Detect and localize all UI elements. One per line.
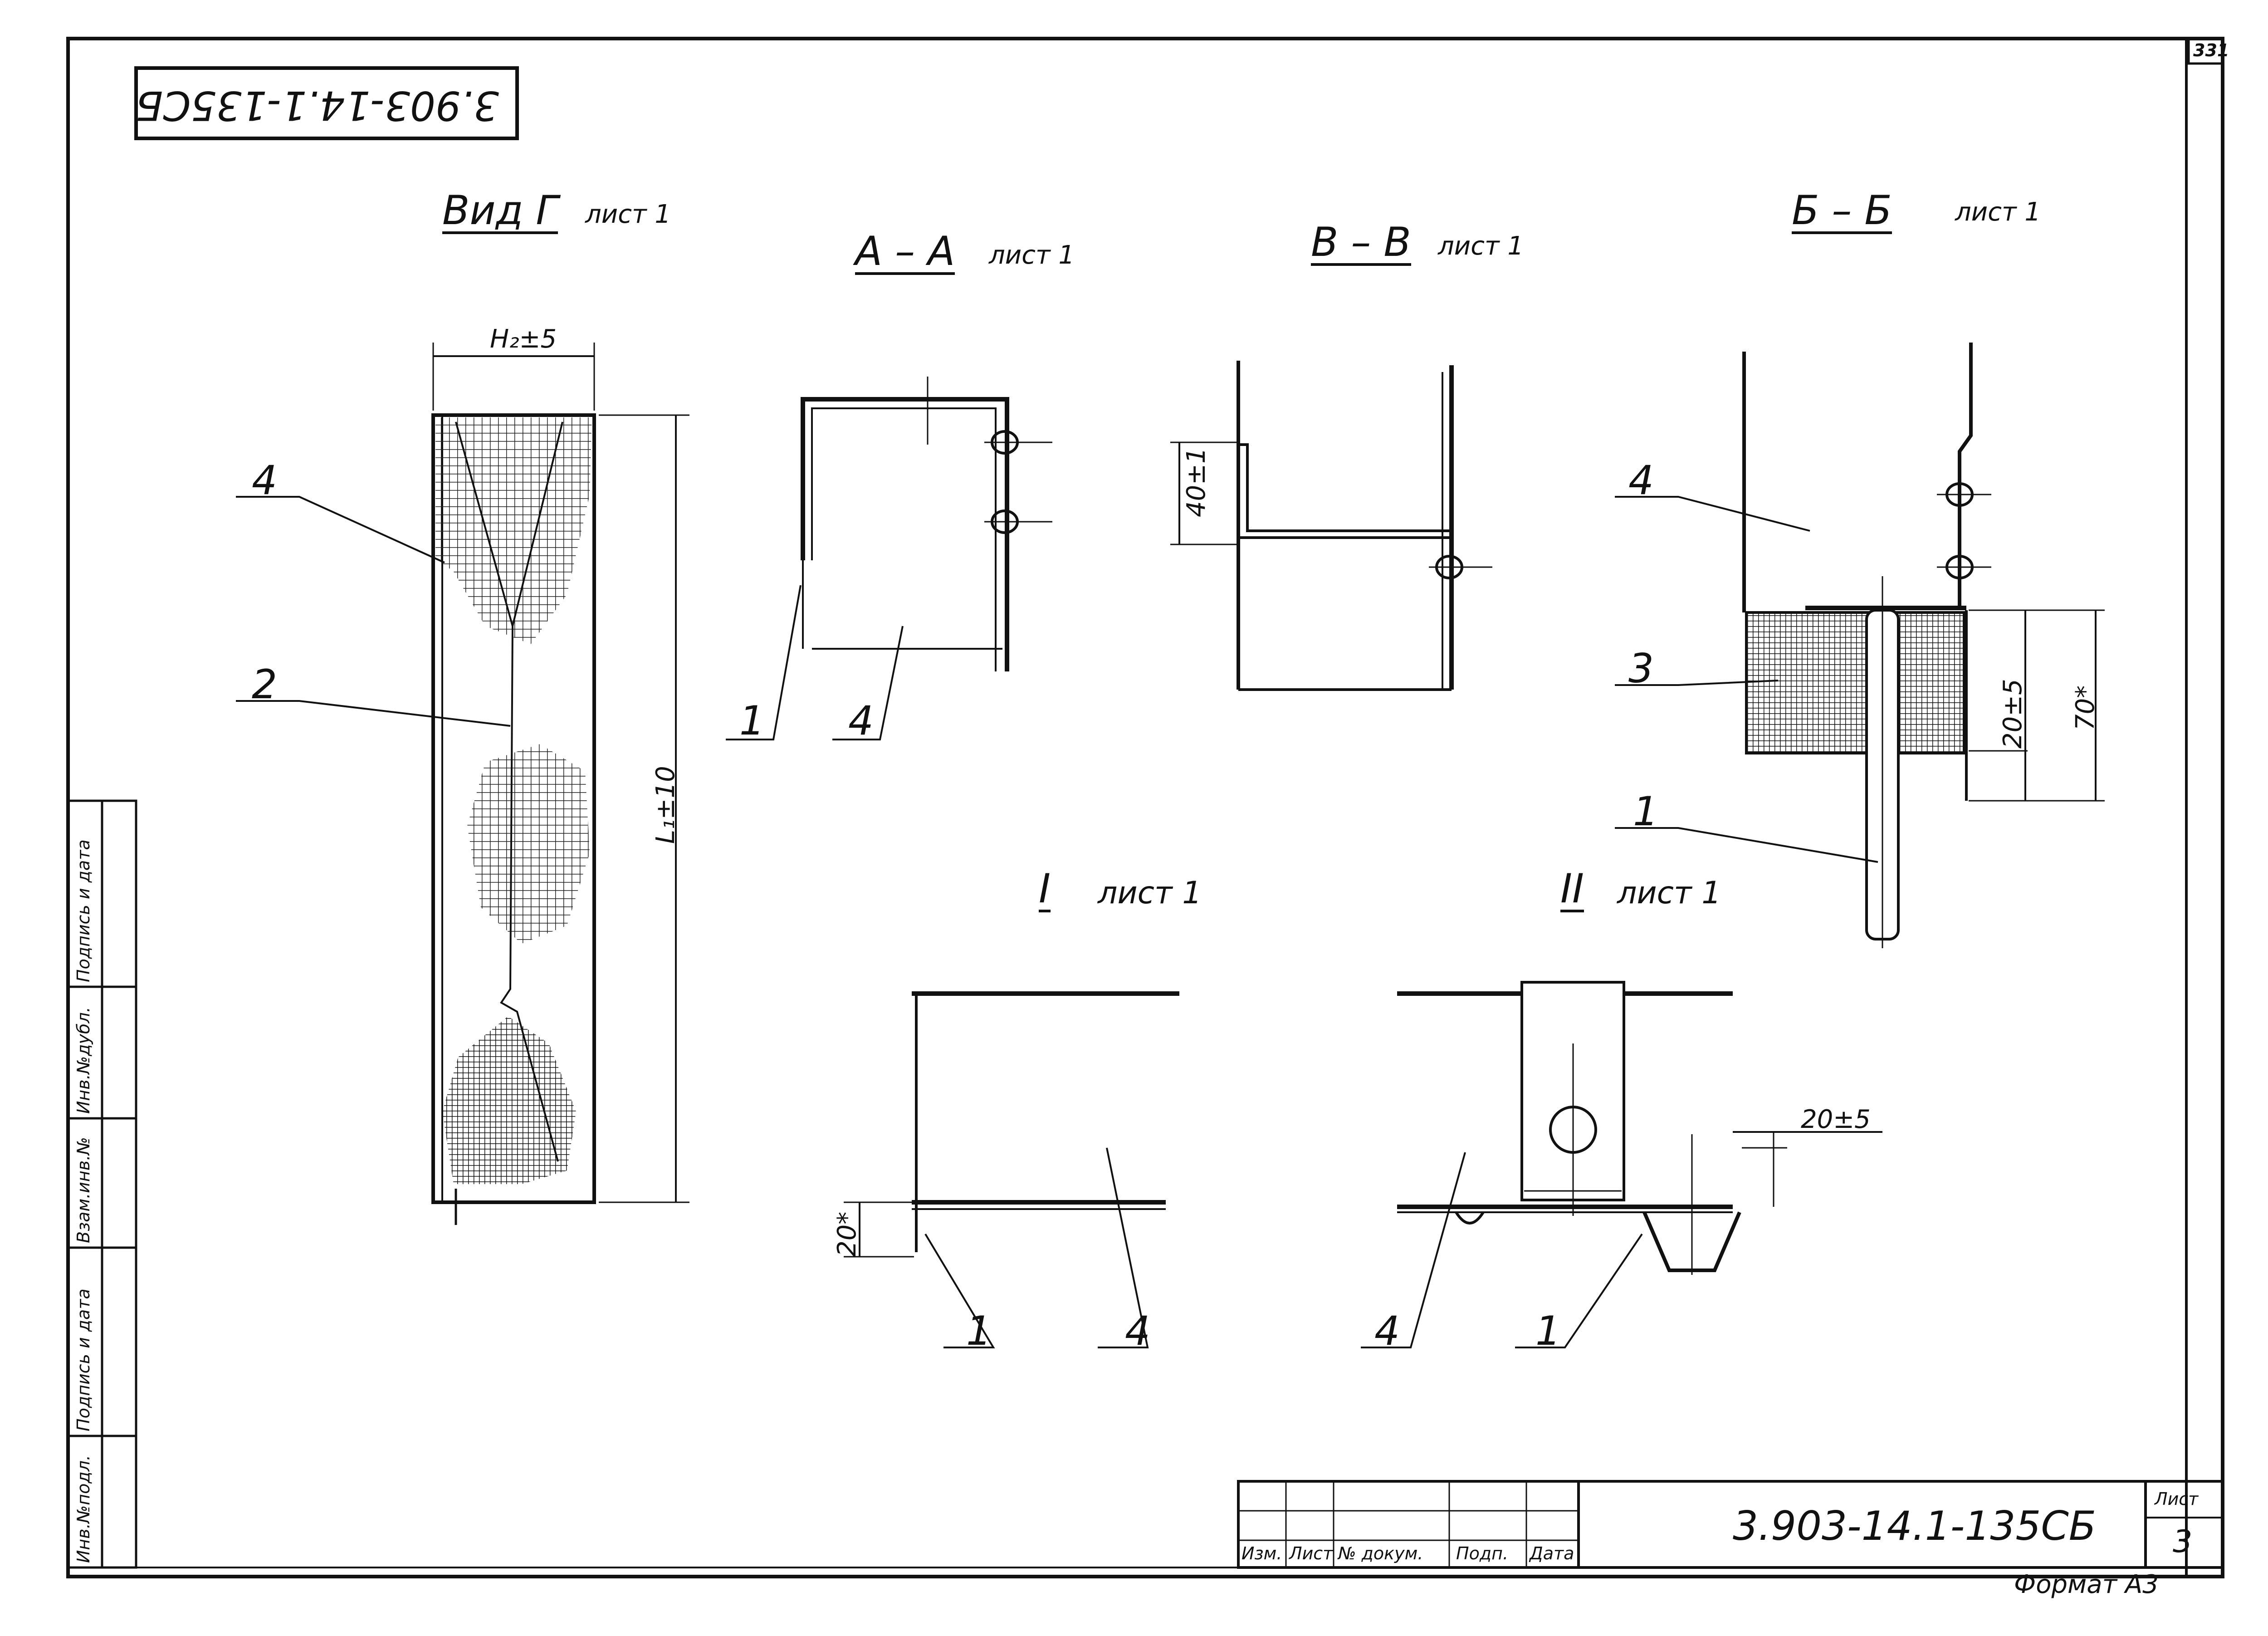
dim-40: 40±1 [1182,447,1211,517]
callout-aa-1: 1 [739,697,765,744]
callout-detail2-1: 1 [1535,1308,1561,1354]
detail-1-drawing [844,991,1179,1348]
view-aa-drawing [726,377,1052,740]
callout-detail2-4: 4 [1374,1308,1400,1354]
view-g-drawing [236,343,689,1225]
view-vv-title: В – В [1311,219,1411,266]
side-podpis-2: Подпись и дата [73,839,93,982]
detail-2-title: II [1560,865,1584,912]
view-vv-drawing [1170,361,1492,691]
side-strip [67,799,137,1569]
view-bb-title: Б – Б [1792,187,1892,234]
callout-bb-3: 3 [1628,645,1654,692]
callout-detail1-4: 4 [1125,1308,1150,1354]
view-g-sheet: лист 1 [585,200,671,229]
side-inv-podl: Инв.№подл. [73,1455,93,1563]
side-podpis-1: Подпись и дата [73,1288,93,1431]
dim-20-detail2: 20±5 [1801,1105,1871,1134]
tb-sheet-label: Лист [2155,1489,2199,1509]
dim-h2: H₂±5 [490,324,557,354]
stamp-code-mirrored: 3.903-14.1-135СБ [135,82,499,129]
dim-70: 70* [2071,685,2100,730]
callout-detail1-1: 1 [966,1308,992,1354]
callout-bb-1: 1 [1633,788,1658,835]
sheet-corner-number: 331 [2193,40,2229,60]
detail-1-sheet: лист 1 [1098,875,1202,911]
view-vv-sheet: лист 1 [1438,231,1524,261]
side-vzam-inv: Взам.инв.№ [73,1137,93,1243]
tb-sheet-number: 3 [2173,1524,2193,1560]
detail-2-sheet: лист 1 [1617,875,1721,911]
callout-bb-4: 4 [1628,457,1654,504]
callout-vid-g-4: 4 [252,457,277,504]
callout-vid-g-2: 2 [252,661,277,708]
view-aa-title: А – А [855,228,955,275]
mirrored-stamp-box [134,66,519,140]
title-block [1237,1480,2224,1569]
tb-col-dokum: № докум. [1338,1543,1423,1563]
dim-20-detail1: 20* [832,1211,862,1257]
tb-col-list: Лист [1289,1543,1333,1563]
view-aa-sheet: лист 1 [989,240,1075,270]
detail-1-title: I [1039,865,1051,912]
tb-format: Формат А3 [2014,1570,2159,1599]
tb-col-izm: Изм. [1242,1543,1282,1563]
tb-col-podp: Подп. [1456,1543,1509,1563]
view-g-title: Вид Г [442,187,558,234]
tb-col-data: Дата [1530,1543,1574,1563]
view-bb-sheet: лист 1 [1955,197,2041,227]
callout-aa-4: 4 [848,697,874,744]
side-inv-dubl: Инв.№дубл. [73,1007,93,1114]
detail-2-drawing [1361,981,1882,1348]
dim-l1: L₁±10 [651,766,680,844]
tb-document-code: 3.903-14.1-135СБ [1733,1503,2097,1549]
dim-20-bb: 20±5 [1998,679,2028,749]
view-bb-drawing [1615,343,2105,948]
